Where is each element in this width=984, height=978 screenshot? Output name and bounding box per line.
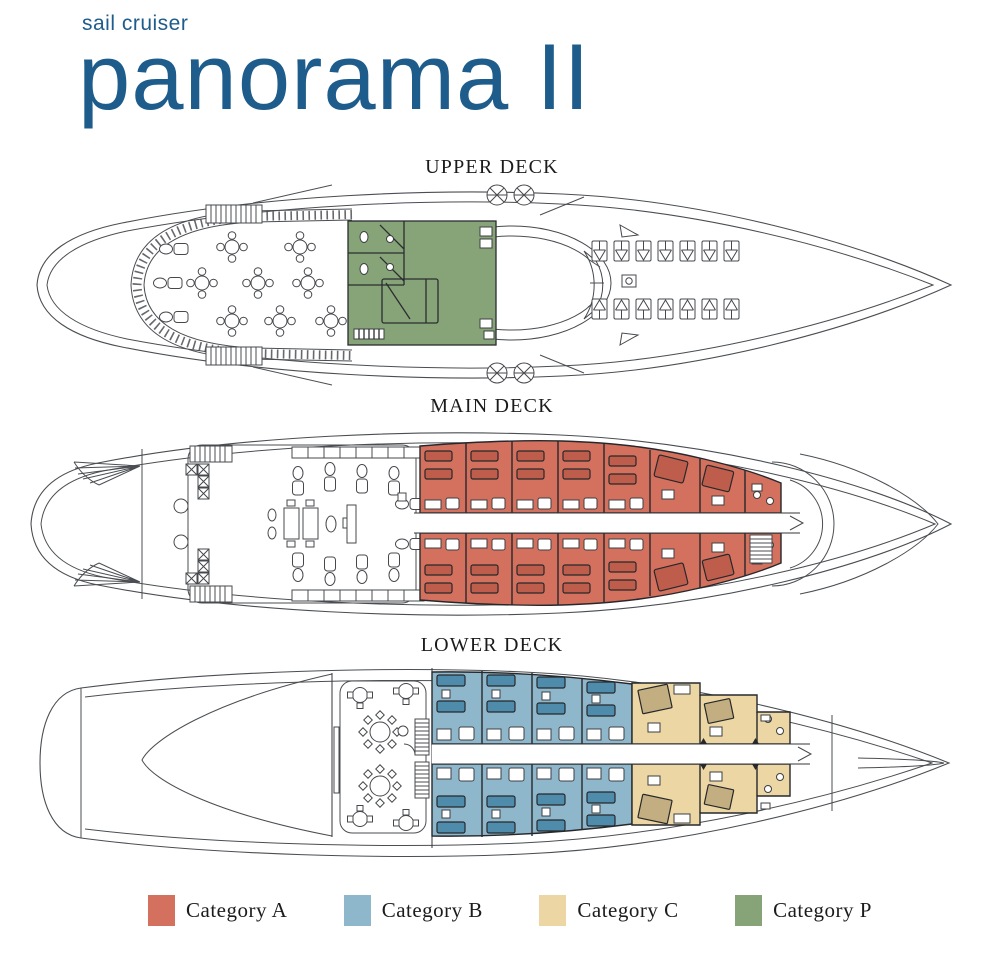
category-b-swatch	[343, 895, 371, 927]
legend: Category A Category B Category C Categor…	[0, 869, 984, 927]
category-b-label: Category B	[381, 898, 483, 923]
deck-upper: UPPER DECK	[0, 156, 984, 391]
main-corridor	[414, 512, 806, 534]
category-a-label: Category A	[186, 898, 288, 923]
legend-item-category-p: Category P	[735, 895, 872, 927]
lower-stairs	[397, 718, 430, 799]
deck-main: MAIN DECK	[0, 395, 984, 630]
main-deck-plan	[30, 432, 953, 617]
category-a-swatch	[148, 895, 175, 927]
upper-deckhouse	[130, 184, 585, 386]
legend-item-category-a: Category A	[148, 895, 288, 927]
upper-deck-label: UPPER DECK	[425, 156, 559, 179]
main-bow	[749, 453, 939, 595]
main-stern-deck	[73, 449, 143, 600]
lower-deck-label: LOWER DECK	[420, 634, 564, 657]
category-a-beds	[424, 450, 735, 595]
category-p-cabin	[347, 220, 497, 347]
main-deck-label: MAIN DECK	[430, 395, 554, 418]
category-c-beds	[637, 684, 735, 825]
lower-bow	[831, 715, 945, 812]
ship-title: panorama II	[78, 24, 591, 129]
header: sail cruiser panorama II	[78, 12, 984, 129]
category-b-cabins	[431, 671, 633, 838]
category-b-beds	[436, 674, 616, 835]
ship-subtitle: sail cruiser	[82, 12, 189, 35]
upper-deck-plan	[36, 184, 953, 386]
upper-stairs	[205, 204, 263, 366]
main-lounge	[173, 444, 425, 604]
category-c-swatch	[539, 895, 567, 927]
upper-sun-loungers	[591, 240, 740, 320]
category-p-swatch	[735, 895, 763, 927]
legend-item-category-b: Category B	[343, 895, 483, 927]
category-c-label: Category C	[577, 898, 679, 923]
lower-deck-plan	[39, 668, 951, 858]
category-p-label: Category P	[773, 898, 872, 923]
deck-lower: LOWER DECK	[0, 634, 984, 869]
category-a-cabins	[419, 440, 782, 607]
legend-item-category-c: Category C	[539, 895, 679, 927]
lower-corridor	[432, 738, 813, 771]
